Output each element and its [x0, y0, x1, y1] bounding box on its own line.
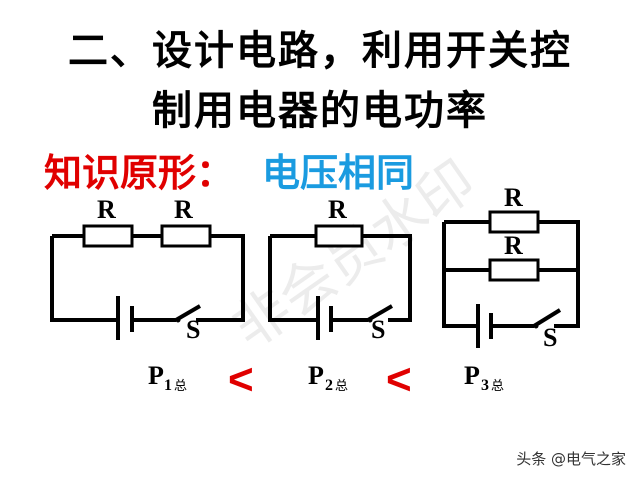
wire [50, 236, 118, 322]
power-p1: P 1 总 [148, 361, 187, 394]
wire [444, 220, 580, 328]
wire [52, 234, 245, 322]
power-symbol: P [308, 361, 324, 390]
less-than-2: < [386, 355, 412, 404]
watermark-text: 非会员水印 [221, 148, 488, 362]
title-line-2: 制用电器的电功率 [152, 88, 488, 134]
switch-label: S [186, 315, 200, 344]
resistor-label: R [328, 195, 347, 224]
wire [270, 234, 412, 322]
power-symbol: P [464, 361, 480, 390]
title-line-1: 二、设计电路，利用开关控 [68, 28, 572, 74]
power-suffix: 总 [491, 379, 504, 394]
switch-pivot [367, 317, 373, 323]
resistor-2 [488, 258, 540, 282]
resistor-label: R [174, 195, 193, 224]
resistor-2 [160, 224, 212, 248]
power-suffix: 总 [174, 379, 187, 394]
switch-label: S [543, 323, 557, 352]
switch-lever [366, 304, 394, 322]
power-index: 1 [164, 377, 172, 394]
less-than-1: < [228, 355, 254, 404]
resistor-label: R [504, 231, 523, 260]
power-index: 3 [481, 377, 489, 394]
resistor-1 [82, 224, 134, 248]
knowledge-label: 知识原形： [44, 151, 235, 195]
knowledge-topic: 电压相同 [262, 151, 415, 195]
wire [268, 236, 318, 322]
switch-pivot [175, 317, 181, 323]
resistor-label: R [97, 195, 116, 224]
switch-lever [174, 304, 202, 322]
switch-lever [532, 308, 562, 328]
circuit-parallel: R R S [442, 183, 580, 352]
switch-pivot [533, 323, 539, 329]
power-index: 2 [325, 377, 333, 394]
power-p3: P 3 总 [464, 361, 504, 394]
switch-label: S [371, 315, 385, 344]
resistor-label: R [504, 183, 523, 212]
circuit-series: R R S [50, 195, 245, 344]
resistor-1 [314, 224, 364, 248]
power-p2: P 2 总 [308, 361, 348, 394]
wire [442, 222, 478, 328]
footer-watermark: 头条 @电气之家 [516, 450, 626, 468]
circuit-single: R S [268, 195, 412, 344]
resistor-1 [488, 210, 540, 234]
power-symbol: P [148, 361, 164, 390]
power-suffix: 总 [335, 379, 348, 394]
